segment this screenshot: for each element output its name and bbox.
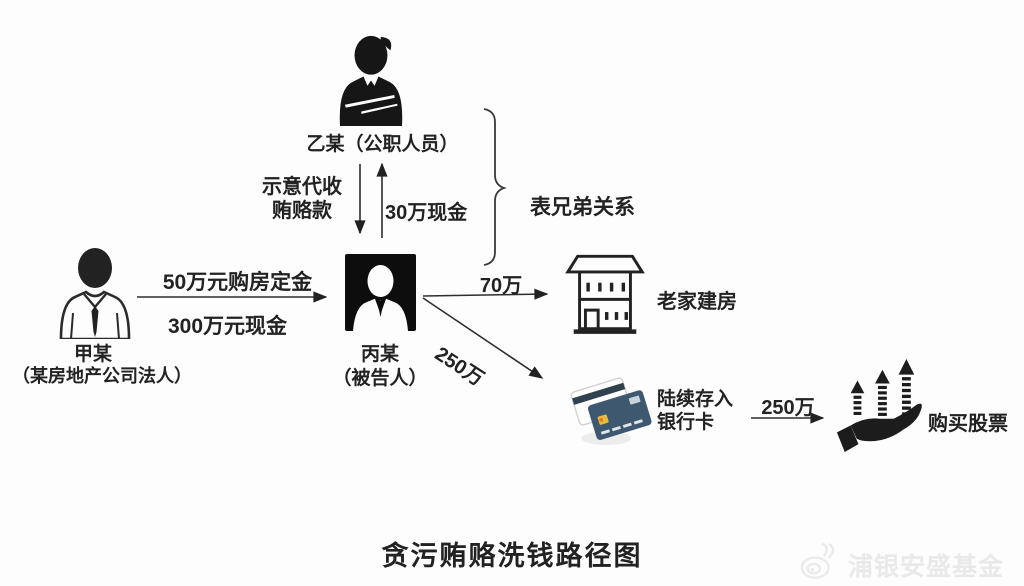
relationship-label: 表兄弟关系 (530, 196, 635, 219)
collect-bribe-line2: 贿赂款 (272, 200, 332, 222)
collect-bribe-label: 示意代收 贿赂款 (252, 175, 352, 223)
avatar-square-icon (345, 254, 416, 331)
house-amount-label: 70万 (479, 275, 523, 297)
cash-amount-label: 300万元现金 (167, 315, 288, 338)
bank-card-label: 陆续存入 银行卡 (657, 388, 733, 434)
person-a-label: 甲某 (73, 344, 112, 365)
house-label: 老家建房 (657, 291, 737, 313)
stock-amount-label: 250万 (761, 397, 815, 419)
hand-growth-arrows-icon (833, 356, 925, 454)
person-c-label: 丙某 (360, 344, 399, 365)
deposit-amount-label: 50万元购房定金 (162, 271, 313, 294)
stocks-label: 购买股票 (928, 413, 1008, 435)
businessman-outline-icon (55, 247, 135, 339)
bank-card-icon (566, 358, 652, 448)
bank-card-label-line1: 陆续存入 (657, 389, 734, 410)
collect-bribe-line1: 示意代收 (262, 176, 342, 198)
person-b-label: 乙某（公职人员） (306, 134, 459, 155)
bank-card-label-line2: 银行卡 (657, 412, 715, 433)
weibo-logo-icon (797, 540, 843, 586)
relationship-brace (483, 108, 507, 266)
businessman-crossed-arms-icon (332, 34, 410, 126)
house-icon (560, 250, 650, 335)
watermark: 浦银安盛基金 (797, 540, 1004, 586)
person-a-sublabel: （某房地产公司法人） (12, 366, 192, 386)
person-c-sublabel: （被告人） (332, 368, 428, 389)
diagram-title: 贪污贿赂洗钱路径图 (381, 541, 643, 571)
cash-back-label: 30万现金 (385, 202, 468, 224)
card-amount-label: 250万 (430, 343, 488, 391)
watermark-text: 浦银安盛基金 (848, 552, 1005, 581)
